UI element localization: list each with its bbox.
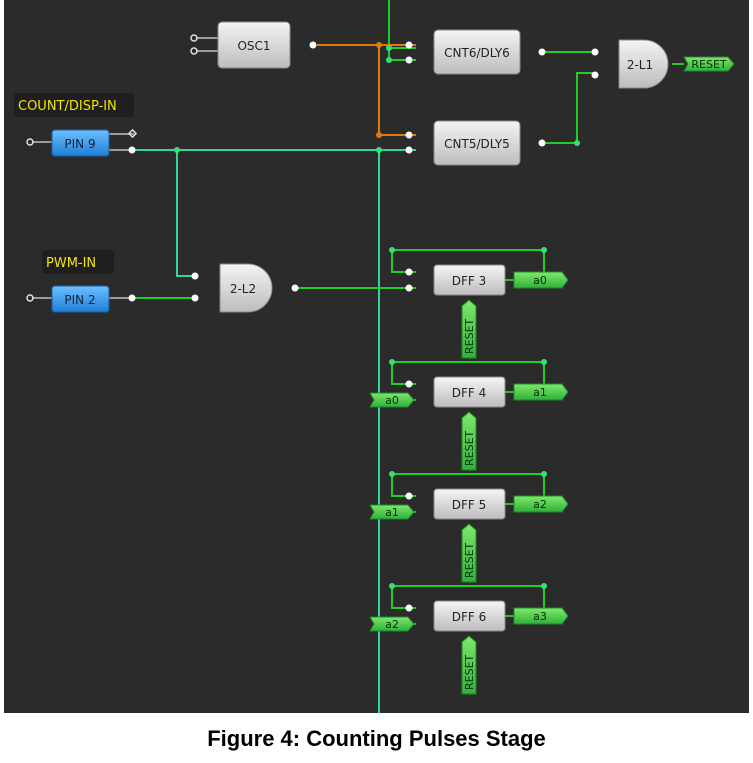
a0-out-tag: a0 bbox=[513, 271, 569, 289]
a0-in-text: a0 bbox=[385, 394, 399, 407]
dff5-label: DFF 5 bbox=[452, 498, 487, 512]
a2-out-text: a2 bbox=[533, 498, 547, 511]
reset-tag-dff3: RESET bbox=[461, 299, 477, 359]
dff5-block[interactable]: DFF 5 bbox=[433, 488, 506, 520]
cnt5-label: CNT5/DLY5 bbox=[444, 137, 510, 151]
schematic-canvas: COUNT/DISP-IN PWM-IN OSC1 CNT6/DLY6 CNT5… bbox=[4, 0, 749, 713]
dff3-block[interactable]: DFF 3 bbox=[433, 264, 506, 296]
orange-junctions bbox=[376, 42, 382, 138]
cnt5-block[interactable]: CNT5/DLY5 bbox=[433, 120, 521, 166]
pin2-label: PIN 2 bbox=[64, 293, 95, 307]
gate-2-l2[interactable]: 2-L2 bbox=[219, 263, 273, 313]
schematic-svg: COUNT/DISP-IN PWM-IN OSC1 CNT6/DLY6 CNT5… bbox=[14, 0, 735, 713]
port-dots bbox=[128, 41, 599, 628]
dff4-label: DFF 4 bbox=[452, 386, 487, 400]
reset-dff4-text: RESET bbox=[463, 430, 476, 466]
a2-in-tag: a2 bbox=[369, 616, 415, 632]
a1-out-text: a1 bbox=[533, 386, 547, 399]
open-dots bbox=[26, 34, 198, 302]
a2-in-text: a2 bbox=[385, 618, 399, 631]
reset-tag-dff4: RESET bbox=[461, 411, 477, 471]
reset-tag-dff6: RESET bbox=[461, 635, 477, 695]
count-label-group: COUNT/DISP-IN bbox=[14, 93, 134, 117]
dff4-block[interactable]: DFF 4 bbox=[433, 376, 506, 408]
pwm-label-group: PWM-IN bbox=[42, 250, 114, 274]
gate-2-l1-label: 2-L1 bbox=[627, 58, 653, 72]
reset-out-tag: RESET bbox=[683, 56, 735, 72]
reset-out-text: RESET bbox=[691, 58, 727, 71]
count-label: COUNT/DISP-IN bbox=[18, 99, 117, 114]
pin9-block[interactable]: PIN 9 bbox=[51, 129, 110, 157]
gate-2-l1[interactable]: 2-L1 bbox=[618, 39, 669, 89]
pin9-label: PIN 9 bbox=[64, 137, 95, 151]
dff6-label: DFF 6 bbox=[452, 610, 487, 624]
cnt6-block[interactable]: CNT6/DLY6 bbox=[433, 29, 521, 75]
a1-in-text: a1 bbox=[385, 506, 399, 519]
a2-out-tag: a2 bbox=[513, 495, 569, 513]
reset-dff5-text: RESET bbox=[463, 542, 476, 578]
osc1-block[interactable]: OSC1 bbox=[217, 21, 291, 69]
reset-dff6-text: RESET bbox=[463, 654, 476, 690]
a3-out-tag: a3 bbox=[513, 607, 569, 625]
junction-dots bbox=[174, 45, 580, 589]
a1-out-tag: a1 bbox=[513, 383, 569, 401]
gate-2-l2-label: 2-L2 bbox=[230, 282, 256, 296]
reset-tag-dff5: RESET bbox=[461, 523, 477, 583]
dff6-block[interactable]: DFF 6 bbox=[433, 600, 506, 632]
a3-out-text: a3 bbox=[533, 610, 547, 623]
a0-out-text: a0 bbox=[533, 274, 547, 287]
a0-in-tag: a0 bbox=[369, 392, 415, 408]
reset-dff3-text: RESET bbox=[463, 318, 476, 354]
figure-caption: Figure 4: Counting Pulses Stage bbox=[207, 726, 546, 751]
pwm-label: PWM-IN bbox=[46, 256, 96, 271]
cnt6-label: CNT6/DLY6 bbox=[444, 46, 510, 60]
osc1-label: OSC1 bbox=[237, 39, 270, 53]
dff3-label: DFF 3 bbox=[452, 274, 487, 288]
a1-in-tag: a1 bbox=[369, 504, 415, 520]
pin2-block[interactable]: PIN 2 bbox=[51, 285, 110, 313]
